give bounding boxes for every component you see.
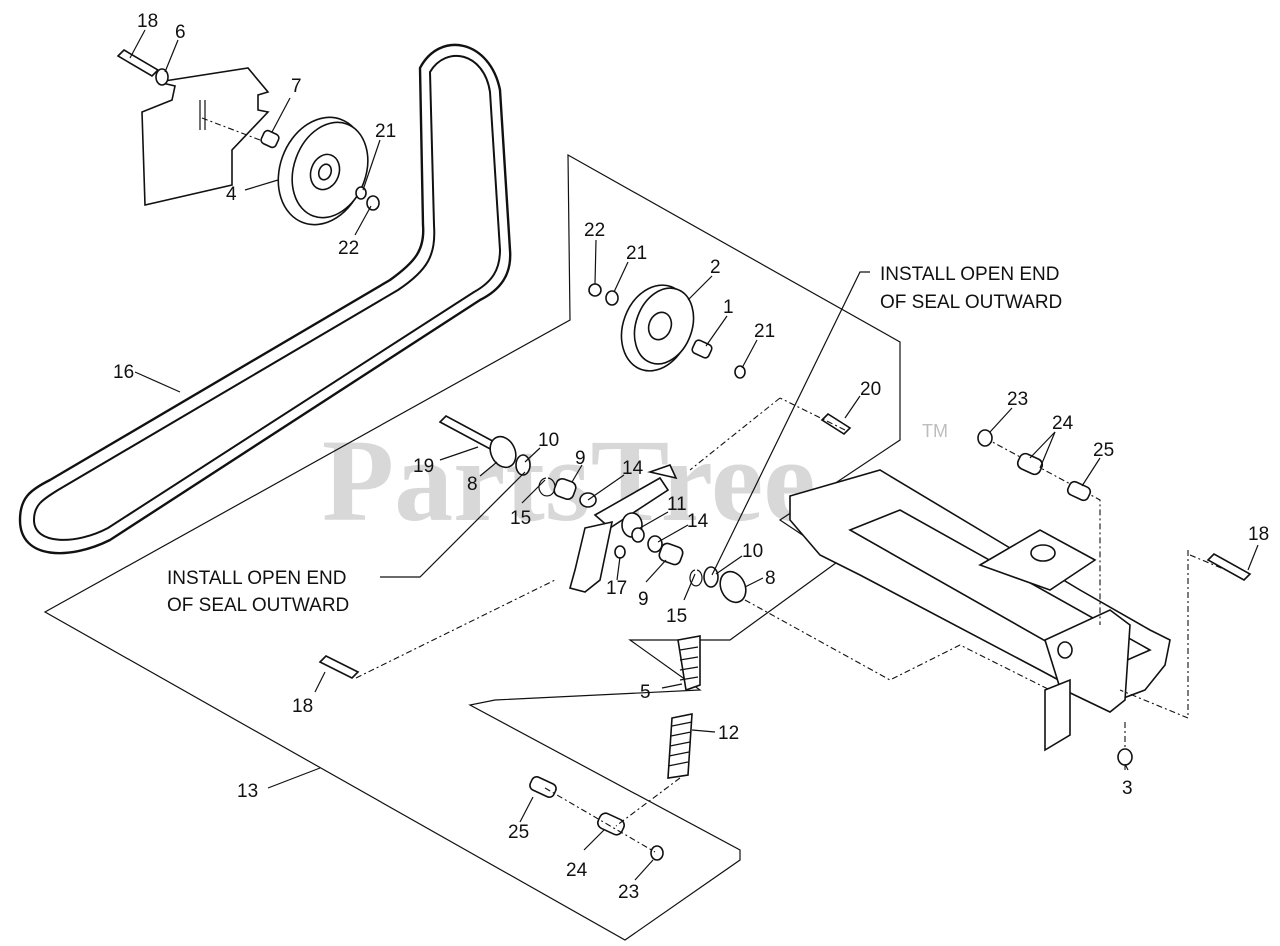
install-note-lower: INSTALL OPEN END OF SEAL OUTWARD (167, 568, 349, 616)
idler-pulley-lower (588, 283, 746, 379)
callout-24b: 24 (566, 860, 588, 881)
note-upper-line-1: INSTALL OPEN END (880, 264, 1060, 285)
callout-8: 8 (467, 474, 478, 495)
idler-bracket (141, 67, 270, 206)
callout-21b: 21 (626, 243, 647, 264)
callout-16: 16 (113, 362, 134, 383)
assembly-frame (43, 153, 901, 941)
callout-24: 24 (1052, 413, 1074, 434)
callout-15: 15 (510, 508, 531, 529)
callout-15b: 15 (666, 606, 687, 627)
callout-9b: 9 (638, 589, 649, 610)
callout-9: 9 (575, 448, 586, 469)
callout-21c: 21 (754, 321, 775, 342)
mounting-frame (789, 469, 1171, 752)
watermark-trademark: TM (922, 421, 948, 441)
callout-leaders (129, 29, 1259, 881)
note-upper-leader (711, 271, 870, 576)
callout-18b: 18 (1248, 524, 1269, 545)
callout-10b: 10 (742, 541, 763, 562)
idler-pulley-upper (260, 116, 380, 226)
callout-14: 14 (622, 458, 644, 479)
nut-3 (1117, 748, 1133, 766)
callout-12: 12 (718, 723, 739, 744)
seal-stack (614, 527, 747, 604)
note-lower-line-1: INSTALL OPEN END (167, 568, 347, 589)
note-lower-line-2: OF SEAL OUTWARD (167, 595, 349, 616)
callout-13: 13 (237, 781, 258, 802)
callout-23b: 23 (618, 882, 639, 903)
callout-22b: 22 (584, 220, 605, 241)
callout-20: 20 (860, 379, 881, 400)
callout-23: 23 (1007, 389, 1028, 410)
drive-belt (18, 43, 512, 555)
bolt-lower-right (1206, 553, 1252, 581)
callout-8b: 8 (765, 568, 776, 589)
callout-numbers: 18 6 7 4 21 22 16 22 21 2 1 21 20 19 8 1… (113, 11, 1269, 903)
lower-hardware (529, 776, 664, 861)
callout-25: 25 (1093, 440, 1114, 461)
callout-3: 3 (1122, 778, 1133, 799)
callout-4: 4 (226, 184, 237, 205)
note-lower-leader (380, 471, 526, 578)
callout-7: 7 (291, 76, 302, 97)
install-note-upper: INSTALL OPEN END OF SEAL OUTWARD (880, 264, 1062, 313)
tension-spring (667, 635, 701, 779)
bolt-upper (116, 48, 169, 86)
callout-19: 19 (413, 456, 434, 477)
callout-21: 21 (375, 121, 396, 142)
upper-right-hardware (977, 429, 1092, 502)
callout-14b: 14 (687, 511, 709, 532)
callout-22: 22 (338, 238, 359, 259)
callout-6: 6 (175, 22, 186, 43)
callout-18: 18 (137, 11, 158, 32)
note-upper-line-2: OF SEAL OUTWARD (880, 292, 1062, 313)
callout-25b: 25 (508, 822, 529, 843)
callout-11: 11 (667, 494, 687, 515)
callout-1: 1 (723, 297, 734, 318)
callout-18c: 18 (292, 696, 313, 717)
callout-17: 17 (606, 578, 627, 599)
callout-5: 5 (640, 682, 651, 703)
callout-2: 2 (710, 257, 721, 278)
bolt-lower-left (318, 655, 360, 679)
callout-10: 10 (538, 430, 559, 451)
pivot-bolt (438, 415, 597, 508)
